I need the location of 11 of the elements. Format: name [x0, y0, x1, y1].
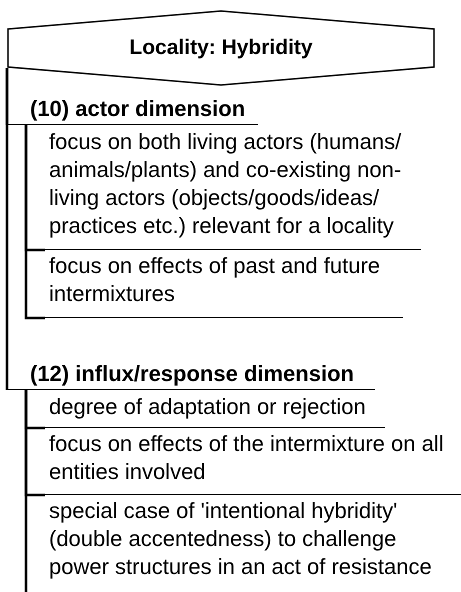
dimension-item: focus on both living actors (humans/ animals/plants) and co-existing non-living actors (objects/goods/ideas/ practices etc.) relevant for a locality	[45, 128, 421, 250]
hexagon-banner: Locality: Hybridity	[7, 10, 435, 86]
dimension-item: focus on effects of the intermixture on all entities involved	[45, 430, 461, 495]
tree-connector	[24, 125, 45, 320]
dimension-heading: (10) actor dimension	[7, 94, 258, 125]
tree-connector	[24, 390, 28, 592]
dimension-item: focus on effects of past and future intermixtures	[45, 252, 403, 318]
dimension-heading: (12) influx/response dimension	[7, 358, 375, 390]
dimension-item: special case of 'intentional hybridity' (double accentedness) to challenge power structures in an act of resistance	[26, 497, 461, 592]
tree-connector	[6, 68, 8, 390]
dimension-item: degree of adaptation or rejection	[45, 393, 385, 428]
